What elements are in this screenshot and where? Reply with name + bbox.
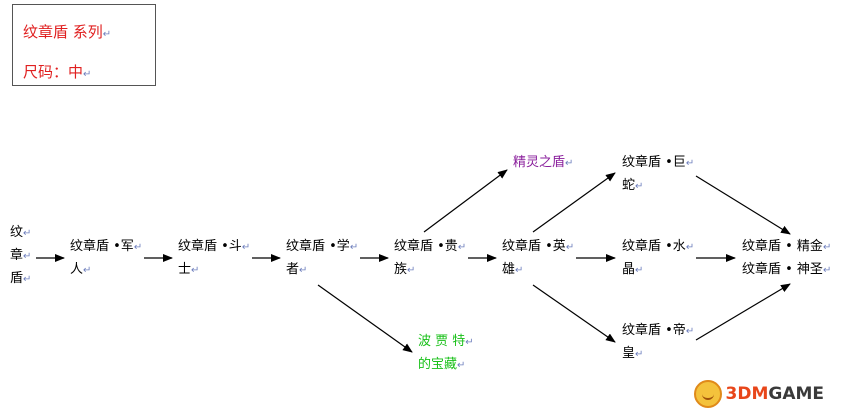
- node-label-line: 纹章盾 •学↵: [286, 239, 359, 254]
- paragraph-mark-icon: ↵: [457, 360, 466, 371]
- node-label-line: 精灵之盾↵: [513, 155, 574, 170]
- paragraph-mark-icon: ↵: [635, 181, 644, 192]
- paragraph-mark-icon: ↵: [685, 326, 695, 337]
- paragraph-mark-icon: ↵: [635, 265, 644, 276]
- paragraph-mark-icon: ↵: [822, 265, 832, 276]
- edge-arrow-n4-n6: [423, 169, 508, 233]
- paragraph-mark-icon: ↵: [102, 29, 112, 40]
- diagram-node-n6: 精灵之盾↵: [513, 152, 573, 175]
- node-label-line: 皇↵: [622, 346, 644, 361]
- paragraph-mark-icon: ↵: [191, 265, 200, 276]
- paragraph-mark-icon: ↵: [407, 265, 416, 276]
- paragraph-mark-icon: ↵: [515, 265, 524, 276]
- paragraph-mark-icon: ↵: [457, 242, 467, 253]
- diagram-node-n0: 纹↵ 章↵ 盾↵: [10, 222, 31, 291]
- paragraph-mark-icon: ↵: [133, 242, 143, 253]
- node-label-line: 纹章盾 •斗↵: [178, 239, 251, 254]
- node-label-line: 纹章盾 •巨↵: [622, 155, 695, 170]
- node-label-line: 族↵: [394, 262, 416, 277]
- paragraph-mark-icon: ↵: [465, 337, 474, 348]
- paragraph-mark-icon: ↵: [685, 242, 695, 253]
- node-label-line: 雄↵: [502, 262, 524, 277]
- node-label-line: 者↵: [286, 262, 308, 277]
- node-label-line: 纹章盾 •贵↵: [394, 239, 467, 254]
- node-label-line: 纹章盾 •英↵: [502, 239, 575, 254]
- diagram-node-n4: 纹章盾 •贵↵ 族↵: [394, 236, 466, 282]
- diagram-node-n7: 波 贾 特↵ 的宝藏↵: [418, 331, 474, 377]
- legend-box: 纹章盾 系列↵ 尺码：中↵: [12, 4, 156, 86]
- paragraph-mark-icon: ↵: [23, 251, 32, 262]
- diagram-node-n5: 纹章盾 •英↵ 雄↵: [502, 236, 574, 282]
- paragraph-mark-icon: ↵: [635, 349, 644, 360]
- paragraph-mark-icon: ↵: [241, 242, 251, 253]
- node-label-line: 蛇↵: [622, 178, 644, 193]
- node-label-line: 晶↵: [622, 262, 644, 277]
- diagram-node-n2: 纹章盾 •斗↵ 士↵: [178, 236, 250, 282]
- node-label-line: 的宝藏↵: [418, 357, 466, 372]
- series-label: 纹章盾 系列↵: [23, 21, 111, 42]
- watermark-game: GAME: [768, 384, 824, 404]
- paragraph-mark-icon: ↵: [565, 242, 575, 253]
- node-label-line: 盾↵: [10, 271, 32, 286]
- node-label-line: 纹章盾 • 神圣↵: [742, 262, 832, 277]
- edge-arrow-n3-n7: [317, 284, 413, 353]
- paragraph-mark-icon: ↵: [23, 228, 32, 239]
- node-label-line: 章↵: [10, 248, 32, 263]
- node-label-line: 纹章盾 •帝↵: [622, 323, 695, 338]
- size-label-text: 尺码：中: [23, 63, 84, 81]
- paragraph-mark-icon: ↵: [822, 242, 832, 253]
- size-label: 尺码：中↵: [23, 61, 91, 82]
- paragraph-mark-icon: ↵: [349, 242, 359, 253]
- paragraph-mark-icon: ↵: [83, 69, 92, 80]
- paragraph-mark-icon: ↵: [83, 265, 92, 276]
- series-label-text: 纹章盾 系列: [23, 23, 103, 41]
- paragraph-mark-icon: ↵: [23, 274, 32, 285]
- diagram-node-n10: 纹章盾 •帝↵ 皇↵: [622, 320, 694, 366]
- node-label-line: 纹章盾 •军↵: [70, 239, 143, 254]
- paragraph-mark-icon: ↵: [565, 158, 574, 169]
- edge-arrow-n10-n11: [695, 283, 791, 341]
- node-label-line: 纹章盾 •水↵: [622, 239, 695, 254]
- watermark-3dm: 3DM: [725, 384, 769, 404]
- node-label-line: 人↵: [70, 262, 92, 277]
- node-label-line: 纹章盾 • 精金↵: [742, 239, 832, 254]
- paragraph-mark-icon: ↵: [685, 158, 695, 169]
- paragraph-mark-icon: ↵: [299, 265, 308, 276]
- node-label-line: 波 贾 特↵: [418, 334, 474, 349]
- diagram-node-n1: 纹章盾 •军↵ 人↵: [70, 236, 142, 282]
- node-label-line: 士↵: [178, 262, 200, 277]
- diagram-node-n8: 纹章盾 •巨↵ 蛇↵: [622, 152, 694, 198]
- diagram-node-n3: 纹章盾 •学↵ 者↵: [286, 236, 358, 282]
- diagram-node-n11: 纹章盾 • 精金↵ 纹章盾 • 神圣↵: [742, 236, 831, 282]
- node-label-line: 纹↵: [10, 225, 32, 240]
- edge-arrow-n5-n8: [532, 172, 616, 233]
- edge-arrow-n8-n11: [695, 175, 791, 235]
- edge-arrow-n5-n10: [532, 284, 616, 343]
- mascot-icon: [693, 380, 722, 408]
- diagram-node-n9: 纹章盾 •水↵ 晶↵: [622, 236, 694, 282]
